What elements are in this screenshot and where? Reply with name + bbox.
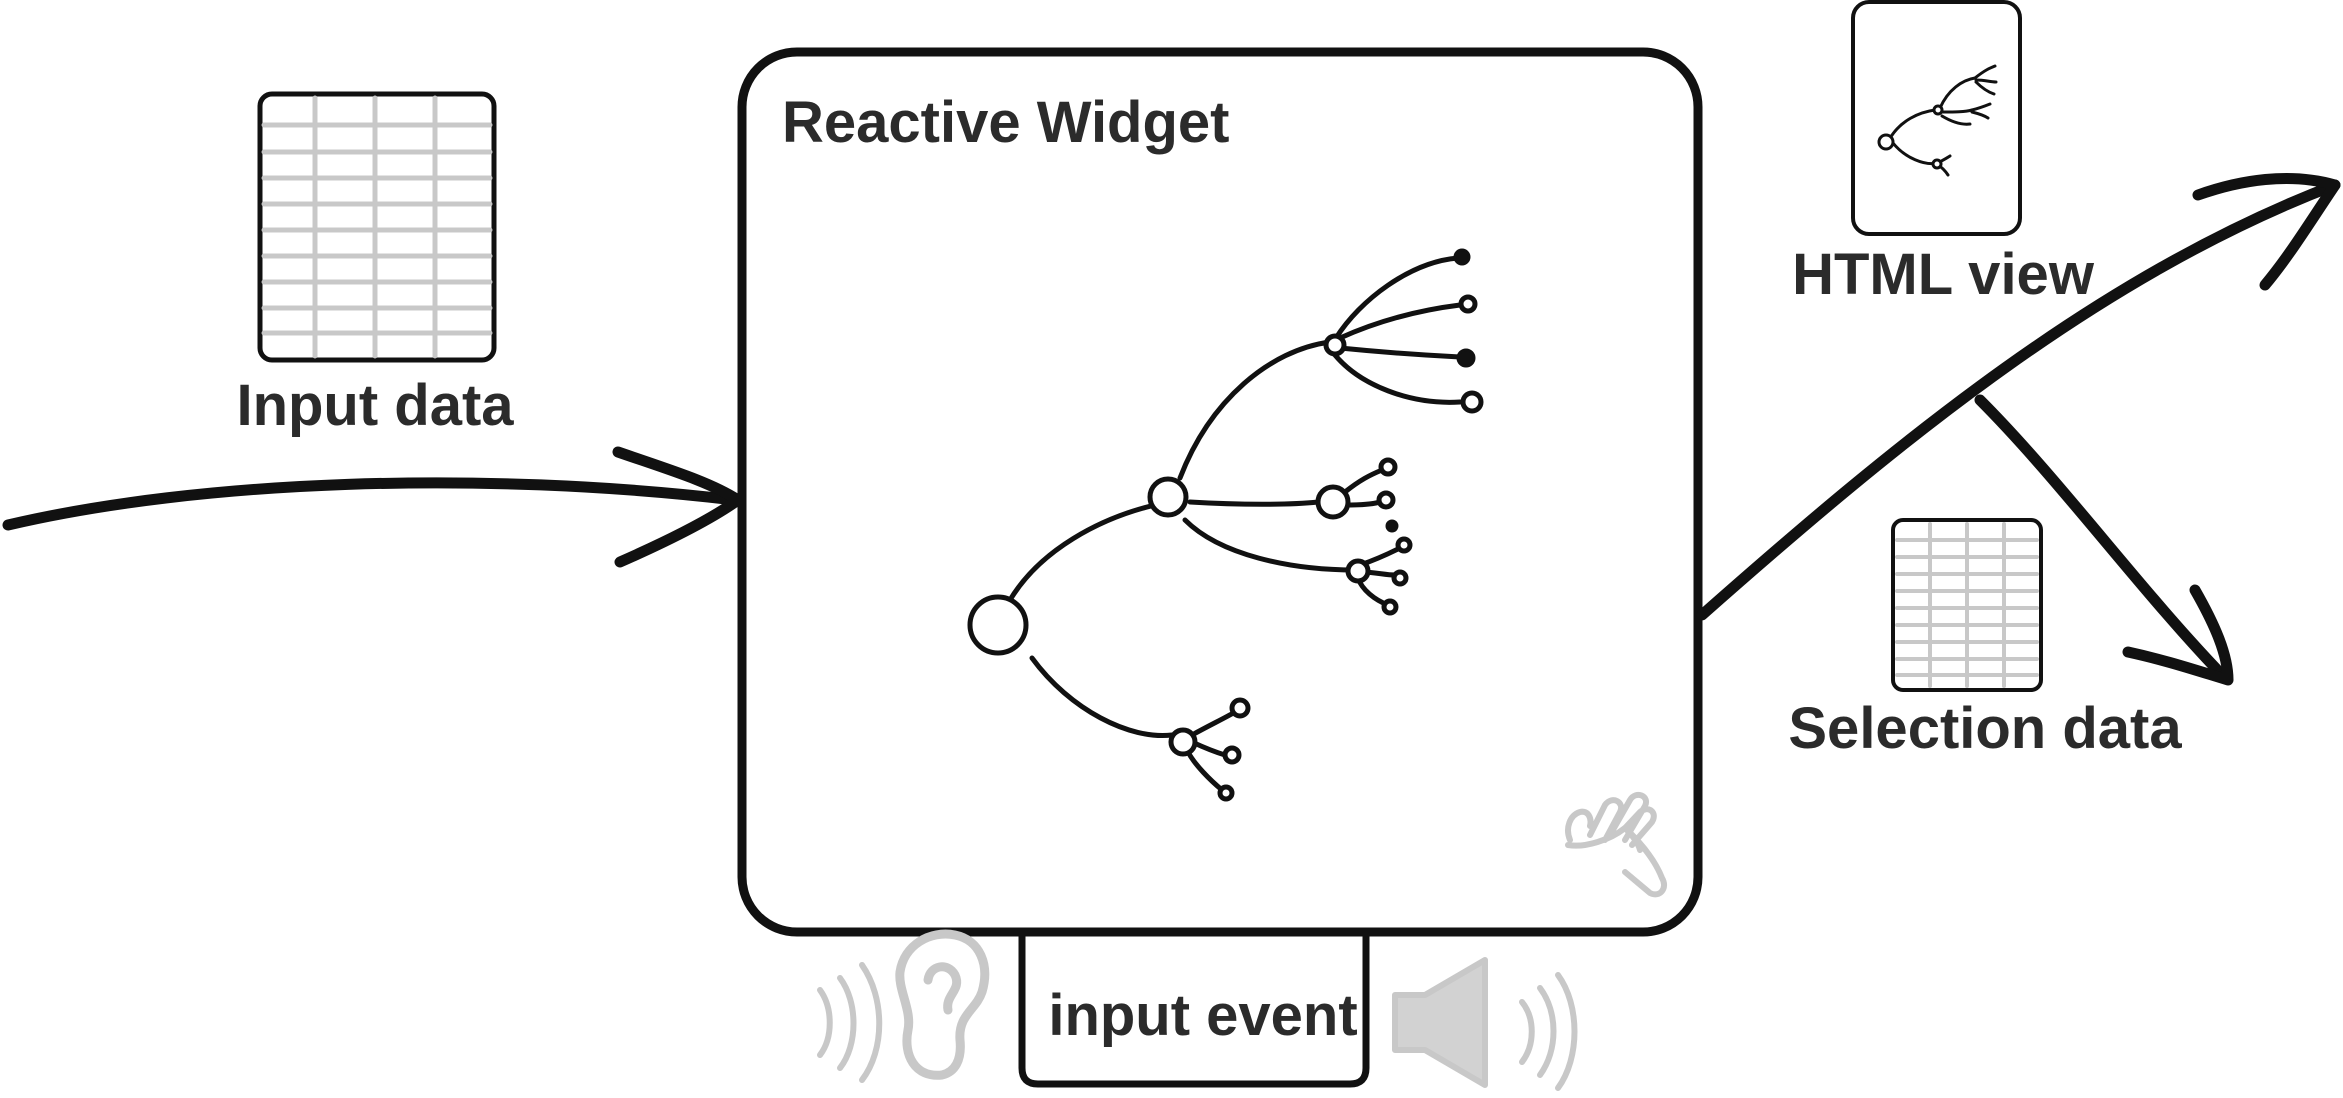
speaker-icon [1392, 957, 1488, 1088]
hand-pointer-icon [1565, 791, 1668, 898]
html-view-card [1851, 0, 2022, 236]
input-event-label: input event [1048, 983, 1357, 1048]
tree-graph-icon [967, 248, 1484, 802]
sound-waves-right [1519, 972, 1578, 1091]
input-arrow [2, 446, 744, 568]
reactive-widget-box [737, 47, 1703, 937]
selection-data-table-icon [1891, 518, 2043, 692]
sound-waves-left [817, 962, 883, 1083]
output-arrow-selection [1974, 394, 2234, 686]
input-data-table-icon [257, 91, 497, 363]
selection-data-label: Selection data [1788, 696, 2182, 761]
ear-icon [895, 929, 990, 1080]
input-data-label: Input data [236, 373, 514, 438]
widget-title: Reactive Widget [782, 90, 1230, 155]
html-view-label: HTML view [1792, 242, 2095, 307]
input-event-box [1018, 926, 1370, 1088]
output-arrow-html-view [1696, 172, 2341, 621]
